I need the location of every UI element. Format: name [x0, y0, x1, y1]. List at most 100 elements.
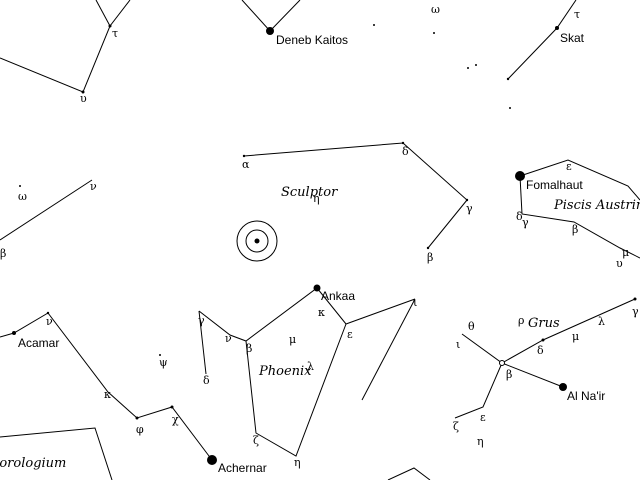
line-left-mid — [0, 179, 93, 241]
greek-label: η — [313, 192, 320, 205]
greek-label: υ — [80, 92, 87, 105]
star-name-ankaa[interactable]: Ankaa — [321, 289, 355, 303]
greek-label: γ — [632, 305, 639, 318]
star — [46, 311, 50, 315]
greek-label: γ — [522, 216, 529, 229]
line-grus-2 — [501, 362, 564, 388]
star — [373, 24, 375, 26]
star-name-al-nair[interactable]: Al Na'ir — [567, 389, 605, 403]
line-grus — [461, 298, 636, 364]
star-name-deneb-kaitos[interactable]: Deneb Kaitos — [276, 33, 348, 47]
greek-label: ν — [46, 315, 53, 328]
greek-label: κ — [104, 388, 111, 401]
star — [242, 154, 246, 158]
line-grus-3 — [454, 362, 503, 419]
star — [475, 64, 477, 66]
greek-label: ι — [413, 296, 417, 309]
star — [108, 24, 112, 28]
line-phoenix — [198, 287, 416, 342]
constellation-name-phoenix[interactable]: Phoenix — [258, 364, 312, 379]
line-phoenix-4 — [361, 298, 416, 401]
star[interactable] — [207, 455, 217, 465]
greek-label: β — [246, 342, 252, 355]
greek-label: ε — [566, 160, 572, 173]
star — [426, 246, 430, 250]
star-names: Deneb Kaitos Skat Fomalhaut Ankaa Acamar… — [18, 31, 605, 475]
greek-label: γ — [198, 314, 205, 327]
star[interactable] — [12, 331, 16, 335]
stars — [12, 24, 637, 465]
greek-label: β — [506, 368, 512, 381]
star — [509, 107, 511, 109]
greek-label: δ — [537, 344, 544, 357]
greek-label: τ — [574, 8, 580, 21]
galaxy-marker[interactable] — [236, 220, 278, 262]
greek-label: λ — [307, 360, 314, 373]
greek-label: ω — [18, 190, 27, 203]
star[interactable] — [555, 26, 559, 30]
star-name-skat[interactable]: Skat — [560, 31, 585, 45]
line-piscis — [519, 159, 640, 201]
greek-label: λ — [598, 315, 605, 328]
greek-label: ν — [90, 180, 97, 193]
greek-label: ν — [225, 332, 232, 345]
star — [170, 405, 174, 409]
line-bottom — [387, 467, 431, 480]
line-phoenix-3 — [198, 310, 207, 375]
star-name-acamar[interactable]: Acamar — [18, 336, 59, 350]
greek-label: μ — [622, 246, 629, 259]
line-sculptor — [243, 142, 468, 249]
star — [467, 67, 469, 69]
greek-label: θ — [468, 320, 475, 333]
greek-label: ε — [347, 328, 353, 341]
greek-labels: τ υ ω ν β α η δ γ β ε δ γ β υ μ ν γ ν β … — [0, 3, 639, 469]
constellation-name-piscis-austrinus[interactable]: Piscis Austrinus — [553, 198, 640, 213]
greek-label: ρ — [518, 314, 524, 327]
constellation-names: Sculptor Phoenix Grus Piscis Austrinus H… — [0, 185, 640, 471]
greek-label: υ — [616, 257, 623, 270]
star[interactable] — [559, 383, 567, 391]
greek-label: α — [242, 158, 250, 171]
greek-label: χ — [172, 413, 179, 426]
constellation-name-grus[interactable]: Grus — [528, 316, 560, 331]
star — [135, 416, 139, 420]
star — [499, 360, 505, 366]
greek-label: κ — [318, 306, 325, 319]
line-phoenix-2 — [245, 323, 347, 457]
star[interactable] — [313, 284, 321, 292]
greek-label: φ — [136, 423, 144, 436]
greek-label: ζ — [453, 420, 459, 433]
greek-label: β — [427, 251, 433, 264]
star — [633, 297, 637, 301]
star — [81, 90, 85, 94]
greek-label: τ — [112, 27, 118, 40]
star — [465, 198, 469, 202]
greek-label: δ — [516, 210, 523, 223]
star — [433, 32, 435, 34]
star — [506, 77, 510, 81]
constellation-name-horologium[interactable]: Horologium — [0, 456, 66, 471]
greek-label: η — [477, 435, 484, 448]
star[interactable] — [266, 27, 274, 35]
greek-label: ζ — [253, 434, 259, 447]
greek-label: ε — [480, 411, 486, 424]
line-cetus-left-2 — [95, 0, 111, 27]
greek-label: η — [294, 456, 301, 469]
greek-label: δ — [203, 374, 210, 387]
greek-label: γ — [466, 202, 473, 215]
greek-label: δ — [402, 145, 409, 158]
star-name-achernar[interactable]: Achernar — [218, 461, 267, 475]
line-horologium — [0, 427, 113, 480]
greek-label: β — [572, 223, 578, 236]
greek-label: μ — [289, 333, 296, 346]
star — [159, 354, 161, 356]
greek-label: μ — [572, 330, 579, 343]
greek-label: ψ — [159, 356, 168, 369]
constellation-name-sculptor[interactable]: Sculptor — [281, 185, 338, 200]
greek-label: β — [0, 247, 6, 260]
star[interactable] — [515, 171, 525, 181]
star-name-fomalhaut[interactable]: Fomalhaut — [526, 178, 583, 192]
star — [19, 185, 21, 187]
